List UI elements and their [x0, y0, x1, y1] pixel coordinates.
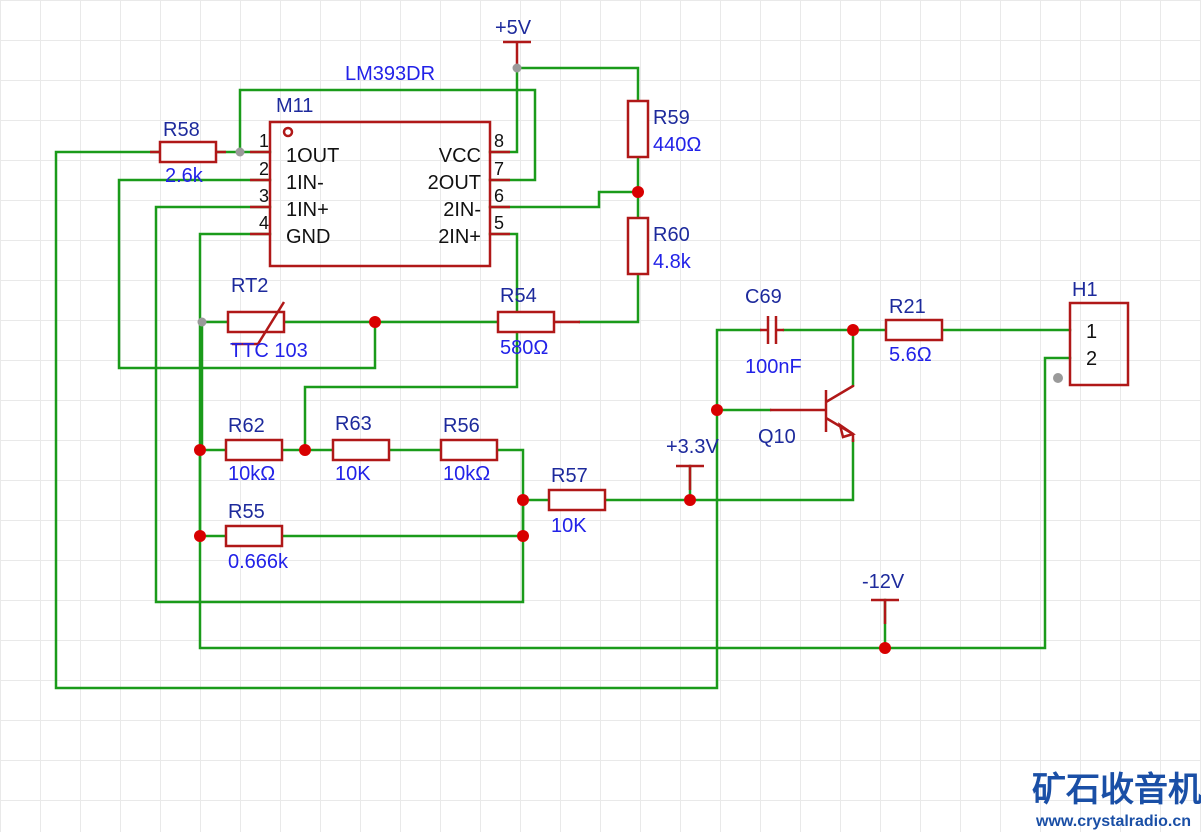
- wires: [54, 66, 1072, 690]
- ic-pin5-name: 2IN+: [438, 226, 481, 248]
- ic-m11[interactable]: M11 LM393DR 1 2 3 4 1OUT 1IN- 1IN+ GND 8…: [250, 63, 510, 268]
- wire-pin2-loop: [117, 178, 377, 370]
- watermark: 矿石收音机 www.crystalradio.cn: [1032, 770, 1201, 830]
- resistor-r21[interactable]: R21 5.6Ω: [884, 296, 944, 366]
- header-h1[interactable]: H1 1 2: [1068, 279, 1130, 387]
- wire-pin4-gnd: [198, 232, 1072, 650]
- junction: [369, 316, 381, 328]
- wire-r60-r54: [578, 272, 640, 324]
- h1-pin2: 2: [1086, 348, 1097, 370]
- junction: [517, 494, 529, 506]
- wire-pin6-divider: [488, 190, 640, 209]
- wire-endpoint: [197, 317, 207, 327]
- ic-pin6-num: 6: [494, 186, 504, 206]
- wire-r57-33v: [603, 438, 855, 502]
- r58-ref: R58: [163, 119, 200, 141]
- r60-value: 4.8k: [653, 251, 692, 273]
- junction: [194, 444, 206, 456]
- r58-value: 2.6k: [165, 165, 204, 187]
- wire-2out-1out: [238, 88, 537, 182]
- r57-ref: R57: [551, 465, 588, 487]
- junctions: [194, 63, 1063, 654]
- q10-ref: Q10: [758, 426, 796, 448]
- ic-pin3-num: 3: [259, 186, 269, 206]
- rt2-value: TTC 103: [230, 340, 308, 362]
- junction: [632, 186, 644, 198]
- wire-endpoint: [1053, 373, 1063, 383]
- r55-value: 0.666k: [228, 551, 289, 573]
- ic-ref: M11: [276, 95, 313, 117]
- ic-pin1-name: 1OUT: [286, 145, 339, 167]
- ic-part-number: LM393DR: [345, 63, 435, 85]
- capacitor-c69[interactable]: C69 100nF: [745, 286, 802, 378]
- ic-pin4-num: 4: [259, 213, 269, 233]
- h1-pin1: 1: [1086, 321, 1097, 343]
- wire-r58-feedback: [54, 150, 762, 690]
- watermark-url: www.crystalradio.cn: [1035, 813, 1191, 830]
- ic-pin8-name: VCC: [439, 145, 481, 167]
- r21-value: 5.6Ω: [889, 344, 932, 366]
- label-neg12v: -12V: [862, 571, 905, 593]
- ic-pin7-num: 7: [494, 159, 504, 179]
- wire-5v-rail: [515, 66, 640, 102]
- label-5v: +5V: [495, 17, 532, 39]
- c69-value: 100nF: [745, 356, 802, 378]
- ic-pin2-name: 1IN-: [286, 172, 324, 194]
- resistor-r55[interactable]: R55 0.666k: [224, 501, 289, 573]
- ic-pin2-num: 2: [259, 159, 269, 179]
- watermark-logo: 矿石收音机: [1032, 770, 1201, 810]
- label-33v: +3.3V: [666, 436, 719, 458]
- r63-value: 10K: [335, 463, 371, 485]
- r59-ref: R59: [653, 107, 690, 129]
- ic-pin1-num: 1: [259, 131, 269, 151]
- junction: [711, 404, 723, 416]
- r62-ref: R62: [228, 415, 265, 437]
- junction: [879, 642, 891, 654]
- h1-ref: H1: [1072, 279, 1098, 301]
- junction: [299, 444, 311, 456]
- c69-ref: C69: [745, 286, 782, 308]
- wire-endpoint: [235, 147, 245, 157]
- wire-r56-node: [495, 448, 525, 538]
- junction: [194, 530, 206, 542]
- ic-pin4-name: GND: [286, 226, 330, 248]
- r56-ref: R56: [443, 415, 480, 437]
- resistor-r54[interactable]: R54 580Ω: [496, 285, 580, 359]
- power-33v: +3.3V: [666, 436, 719, 490]
- wire-endpoint: [512, 63, 522, 73]
- junction: [847, 324, 859, 336]
- wire-pin3-loop: [154, 205, 525, 604]
- power-5v: +5V: [495, 17, 532, 68]
- resistor-r58[interactable]: R58 2.6k: [150, 119, 226, 187]
- resistor-r60[interactable]: R60 4.8k: [626, 216, 692, 276]
- ic-pin3-name: 1IN+: [286, 199, 329, 221]
- ic-pin5-num: 5: [494, 213, 504, 233]
- resistor-r59[interactable]: R59 440Ω: [626, 99, 701, 159]
- r21-ref: R21: [889, 296, 926, 318]
- r63-ref: R63: [335, 413, 372, 435]
- r62-value: 10kΩ: [228, 463, 275, 485]
- r56-value: 10kΩ: [443, 463, 490, 485]
- transistor-q10[interactable]: Q10: [758, 384, 856, 448]
- ic-pin7-name: 2OUT: [428, 172, 481, 194]
- resistor-r57[interactable]: R57 10K: [547, 465, 607, 537]
- ic-pin6-name: 2IN-: [443, 199, 481, 221]
- r57-value: 10K: [551, 515, 587, 537]
- rt2-ref: RT2: [231, 275, 268, 297]
- thermistor-rt2[interactable]: RT2 TTC 103: [226, 275, 308, 362]
- ic-pin8-num: 8: [494, 131, 504, 151]
- r60-ref: R60: [653, 224, 690, 246]
- resistor-r56[interactable]: R56 10kΩ: [439, 415, 499, 485]
- r59-value: 440Ω: [653, 134, 701, 156]
- resistor-r62[interactable]: R62 10kΩ: [224, 415, 284, 485]
- resistor-r63[interactable]: R63 10K: [331, 413, 391, 485]
- r55-ref: R55: [228, 501, 265, 523]
- junction: [684, 494, 696, 506]
- power-neg12v: -12V: [862, 571, 905, 624]
- r54-value: 580Ω: [500, 337, 548, 359]
- r54-ref: R54: [500, 285, 537, 307]
- junction: [517, 530, 529, 542]
